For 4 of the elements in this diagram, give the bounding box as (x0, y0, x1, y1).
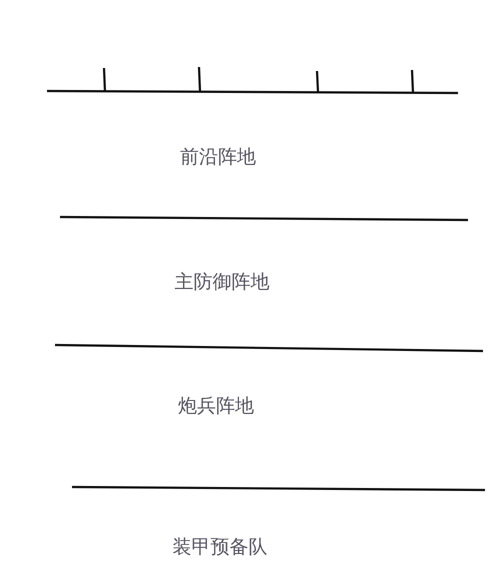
zone-label: 装甲预备队 (172, 536, 268, 559)
zone-label: 前沿阵地 (180, 146, 256, 169)
zone-label: 主防御阵地 (174, 271, 270, 294)
zone-label: 炮兵阵地 (178, 395, 254, 418)
